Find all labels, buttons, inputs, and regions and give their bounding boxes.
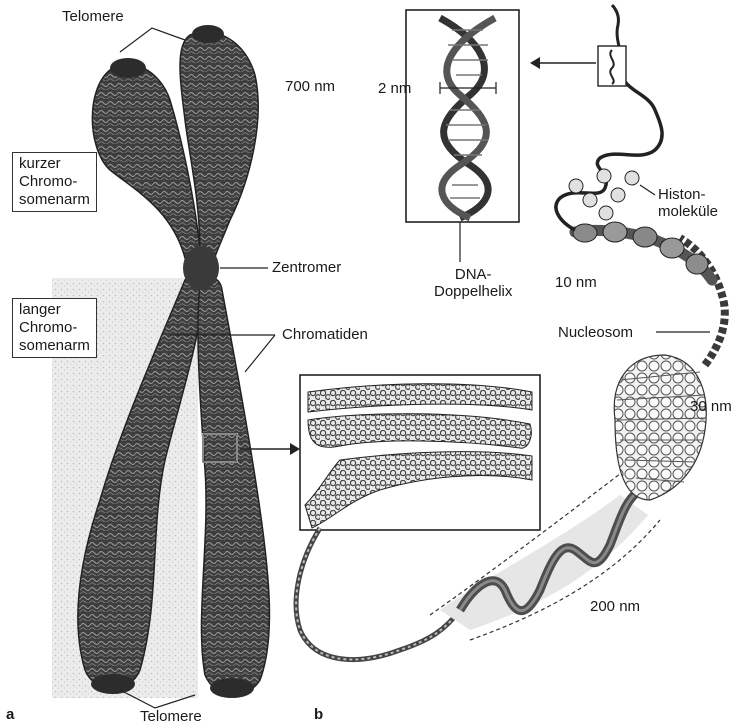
telomere-cap-top-right: [192, 25, 224, 43]
label-10nm: 10 nm: [555, 274, 597, 291]
label-dna-helix: DNA- Doppelhelix: [434, 266, 512, 300]
histones-line-2: moleküle: [658, 203, 718, 220]
label-30nm: 30 nm: [690, 398, 732, 415]
label-telomere-bottom: Telomere: [140, 708, 202, 725]
label-nucleosome: Nucleosom: [558, 324, 633, 341]
dna-zoom-marker: [598, 46, 626, 86]
long-arm-line-2: Chromo-: [19, 319, 90, 337]
label-centromere: Zentromer: [272, 259, 341, 276]
dna-strand-wavy: [556, 70, 662, 230]
label-200nm: 200 nm: [590, 598, 640, 615]
dna-helix-line-1: DNA-: [434, 266, 512, 283]
short-arm-line-2: Chromo-: [19, 173, 90, 191]
solenoid-30nm-body: [614, 355, 706, 500]
panel-label-a: a: [6, 706, 14, 723]
label-700nm: 700 nm: [285, 78, 335, 95]
leader-telomere-top: [120, 28, 185, 52]
label-histones: Histon- moleküle: [658, 186, 718, 220]
panel-label-b: b: [314, 706, 323, 723]
telomere-cap-top-left: [110, 58, 146, 78]
centromere-knot: [183, 246, 219, 290]
histones-line-1: Histon-: [658, 186, 718, 203]
chromatin-fiber-loop: [296, 528, 460, 660]
long-arm-line-3: somenarm: [19, 337, 90, 355]
nucleosome-beads: [573, 222, 708, 274]
dna-helix-line-2: Doppelhelix: [434, 283, 512, 300]
label-long-arm: langer Chromo- somenarm: [12, 298, 97, 358]
label-telomere-top: Telomere: [62, 8, 124, 25]
long-arm-line-1: langer: [19, 301, 90, 319]
chromatid-right-lower: [198, 278, 270, 694]
telomere-cap-bottom-right: [210, 678, 254, 698]
label-short-arm: kurzer Chromo- somenarm: [12, 152, 97, 212]
short-arm-line-3: somenarm: [19, 191, 90, 209]
telomere-cap-bottom-left: [91, 674, 135, 694]
leader-histones: [640, 185, 655, 195]
label-2nm: 2 nm: [378, 80, 411, 97]
label-chromatids: Chromatiden: [282, 326, 368, 343]
short-arm-line-1: kurzer: [19, 155, 90, 173]
